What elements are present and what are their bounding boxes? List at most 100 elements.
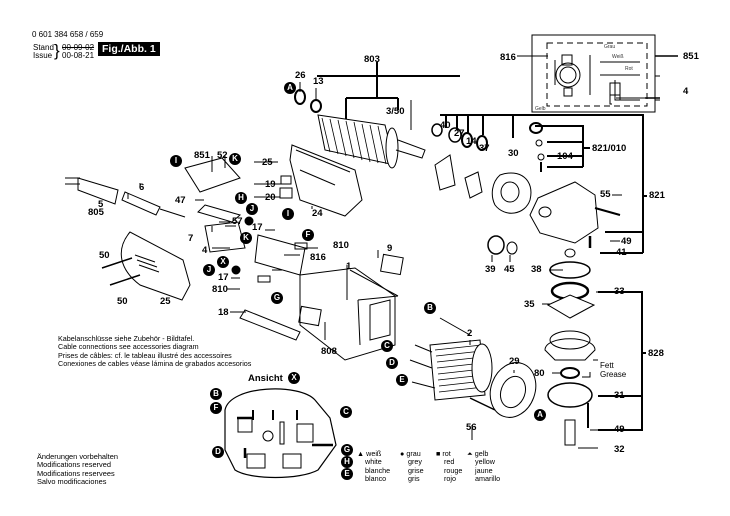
marker-f-switch: F — [302, 229, 314, 241]
callout-57: 57 — [232, 216, 243, 227]
marker-a-ring: A — [534, 409, 546, 421]
mods-es: Salvo modificaciones — [37, 476, 107, 486]
bracket-wiring — [645, 55, 678, 99]
callout-49-lower: 49 — [614, 424, 625, 435]
document-number: 0 601 384 658 / 659 — [32, 30, 104, 39]
issue-date: 00-08-21 — [62, 51, 95, 60]
callout-50-upper: 50 — [99, 250, 110, 261]
legend-white-en: white — [365, 457, 382, 467]
grease-note-en: Grease — [600, 369, 627, 379]
marker-b-view: B — [210, 388, 222, 400]
switch-module-part — [184, 157, 308, 283]
callout-1: 1 — [346, 261, 352, 272]
legend-red: ■ rot red rouge rojo — [436, 449, 463, 483]
marker-x-switch: X — [217, 256, 229, 268]
legend-white: ▲ weiß white blanche blanco — [357, 449, 391, 483]
modifications-reserved-note: Änderungen vorbehalten Modifications res… — [37, 452, 118, 486]
callout-25-top: 25 — [262, 157, 273, 168]
plug-and-cable — [65, 177, 186, 218]
marker-g-switch: G — [271, 292, 283, 304]
callout-816-wiring: 816 — [500, 52, 516, 63]
mods-fr: Modifications reservees — [37, 468, 115, 478]
stand-issue-dates: 00-09-02 00-08-21 — [62, 44, 94, 60]
bracket-828 — [598, 291, 646, 431]
callout-5: 5 — [98, 199, 104, 210]
motor-housing-part — [239, 253, 404, 361]
stand-label: Stand — [33, 43, 54, 52]
marker-h-view: H — [341, 456, 353, 468]
gear-housing-part — [431, 122, 621, 258]
marker-j-switch: J — [246, 203, 258, 215]
callout-26: 26 — [295, 70, 306, 81]
legend-yellow-en: yellow — [475, 457, 495, 467]
callout-18: 18 — [218, 307, 229, 318]
callout-9: 9 — [387, 243, 393, 254]
legend-yellow-es: amarillo — [475, 473, 501, 483]
callout-50-lower: 50 — [117, 296, 128, 307]
callout-810-upper: 810 — [333, 240, 349, 251]
callout-4: 4 — [202, 245, 208, 256]
callout-20: 20 — [265, 192, 276, 203]
stand-date: 00-09-02 — [62, 43, 95, 52]
callout-14: 14 — [466, 136, 477, 147]
callout-19: 19 — [265, 179, 276, 190]
legend-white-fr: blanche — [365, 465, 391, 475]
mods-en: Modifications reserved — [37, 460, 111, 470]
legend-white-es: blanco — [365, 473, 387, 483]
half-dome-icon: ⏶ — [467, 449, 473, 458]
stand-issue-labels: Stand Issue — [33, 44, 54, 60]
callout-80: 80 — [534, 368, 545, 379]
issue-label: Issue — [33, 51, 53, 60]
view-x-drawing — [224, 388, 337, 479]
legend-red-fr: rouge — [444, 465, 463, 475]
marker-x-view: X — [288, 372, 300, 384]
marker-k-lower: K — [240, 232, 252, 244]
leader-lines — [127, 55, 646, 449]
switch-cover-part — [279, 144, 363, 217]
callout-47: 47 — [175, 195, 186, 206]
marker-c-view: C — [340, 406, 352, 418]
callout-31: 31 — [614, 390, 625, 401]
marker-d-view: D — [212, 446, 224, 458]
marker-i-cover: I — [282, 208, 294, 220]
bracket-821-lower — [600, 195, 647, 254]
grease-note-de: Fett — [600, 361, 614, 370]
marker-i-switch: I — [170, 155, 182, 167]
wire-label-rot: Rot — [625, 66, 633, 72]
note-es: Conexiones de cables véase lámina de gra… — [58, 358, 252, 368]
marker-e-view: E — [341, 468, 353, 480]
callout-32: 32 — [614, 444, 625, 455]
circle-icon: ● — [400, 449, 405, 458]
marker-k-switch: K — [229, 153, 241, 165]
callout-17-upper: 17 — [252, 222, 263, 233]
legend-grey-fr: grise — [408, 465, 424, 475]
callout-30: 30 — [508, 148, 519, 159]
view-x-title: Ansicht — [248, 373, 283, 384]
callout-13: 13 — [313, 76, 324, 87]
field-coil-part — [409, 317, 493, 401]
callout-821: 821 — [649, 190, 665, 201]
legend-red-en: red — [444, 457, 455, 467]
bracket-803 — [317, 62, 460, 128]
callout-33: 33 — [614, 286, 625, 297]
square-icon: ■ — [436, 449, 441, 458]
triangle-icon: ▲ — [357, 449, 365, 458]
mods-de: Änderungen vorbehalten — [37, 452, 118, 461]
callout-41: 41 — [616, 247, 627, 258]
marker-e-coil: E — [396, 374, 408, 386]
callout-39: 39 — [485, 264, 496, 275]
callout-52: 52 — [217, 150, 228, 161]
grouping-brackets — [317, 55, 678, 431]
figure-label: Fig./Abb. 1 — [98, 42, 160, 56]
grease-note: Fett Grease — [600, 361, 627, 379]
callout-828: 828 — [648, 348, 664, 359]
legend-grey-de: grau — [406, 449, 421, 458]
legend-grey-en: grey — [408, 457, 422, 467]
callout-3-50: 3/50 — [386, 106, 405, 117]
callout-6: 6 — [139, 182, 145, 193]
callout-35: 35 — [524, 299, 535, 310]
legend-grey: ● grau grey grise gris — [400, 449, 424, 483]
note-fr: Prises de câbles: cf. le tableau illustr… — [58, 350, 232, 360]
callout-38: 38 — [531, 264, 542, 275]
callout-45: 45 — [504, 264, 515, 275]
